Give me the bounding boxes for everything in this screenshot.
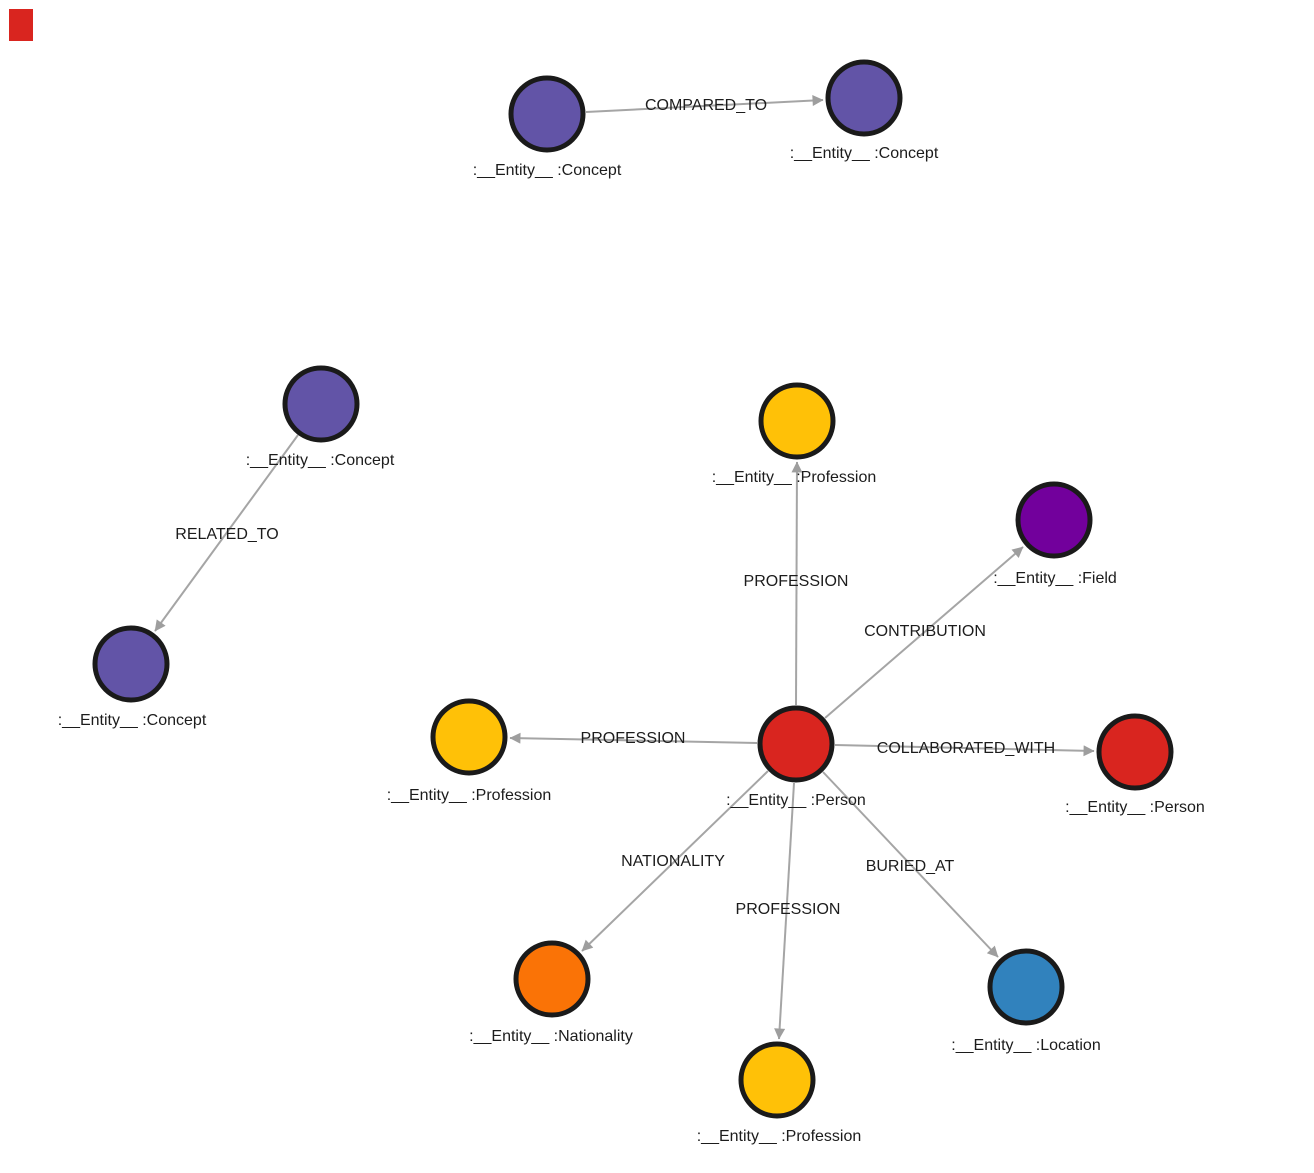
edge-line[interactable] [822, 771, 999, 958]
edge-line[interactable] [774, 782, 795, 1040]
node-concept-top-right[interactable]: :__Entity__ :Concept [790, 59, 939, 162]
node-person-center[interactable]: :__Entity__ :Person [726, 705, 866, 809]
node-caption: :__Entity__ :Concept [473, 162, 622, 179]
edge-line[interactable] [154, 434, 299, 632]
node-concept-top-left[interactable]: :__Entity__ :Concept [473, 75, 622, 179]
edge-label: RELATED_TO [175, 526, 278, 543]
edge-line[interactable] [791, 461, 803, 706]
node-caption: :__Entity__ :Nationality [469, 1028, 633, 1045]
edge-label: PROFESSION [744, 573, 849, 590]
edge-related-to[interactable]: RELATED_TO [154, 434, 299, 632]
edge-label: BURIED_AT [866, 858, 955, 875]
node-circle[interactable] [282, 365, 360, 443]
edge-line[interactable] [585, 95, 824, 113]
node-circle[interactable] [758, 382, 836, 460]
node-profession-left[interactable]: :__Entity__ :Profession [387, 698, 552, 804]
edge-line[interactable] [581, 770, 769, 952]
edge-profession-left[interactable]: PROFESSION [509, 730, 758, 747]
node-circle[interactable] [508, 75, 586, 153]
edge-label: PROFESSION [736, 901, 841, 918]
node-circle[interactable] [1096, 713, 1174, 791]
node-circle[interactable] [430, 698, 508, 776]
edge-compared-to[interactable]: COMPARED_TO [585, 95, 824, 114]
node-circle[interactable] [987, 948, 1065, 1026]
node-location[interactable]: :__Entity__ :Location [951, 948, 1101, 1054]
node-circle[interactable] [513, 940, 591, 1018]
node-concept-bottom-left[interactable]: :__Entity__ :Concept [58, 625, 207, 729]
edge-label: COMPARED_TO [645, 97, 767, 114]
edge-nationality[interactable]: NATIONALITY [581, 770, 769, 952]
node-nationality[interactable]: :__Entity__ :Nationality [469, 940, 633, 1045]
edge-collaborated-with[interactable]: COLLABORATED_WITH [834, 740, 1095, 757]
node-caption: :__Entity__ :Concept [246, 452, 395, 469]
node-profession-top[interactable]: :__Entity__ :Profession [712, 382, 877, 486]
node-caption: :__Entity__ :Profession [387, 787, 552, 804]
edge-line[interactable] [824, 546, 1024, 719]
node-caption: :__Entity__ :Person [726, 792, 866, 809]
node-circle[interactable] [738, 1041, 816, 1119]
edge-line[interactable] [509, 732, 758, 744]
node-circle[interactable] [757, 705, 835, 783]
node-caption: :__Entity__ :Profession [697, 1128, 862, 1145]
red-square-marker [9, 9, 33, 41]
node-field[interactable]: :__Entity__ :Field [993, 481, 1117, 587]
edge-label: COLLABORATED_WITH [877, 740, 1055, 757]
edge-label: NATIONALITY [621, 853, 725, 870]
edge-line[interactable] [834, 744, 1095, 757]
node-caption: :__Entity__ :Concept [58, 712, 207, 729]
edge-profession-top[interactable]: PROFESSION [744, 461, 849, 706]
node-concept-mid-left[interactable]: :__Entity__ :Concept [246, 365, 395, 469]
node-circle[interactable] [92, 625, 170, 703]
edge-buried-at[interactable]: BURIED_AT [822, 771, 999, 958]
node-caption: :__Entity__ :Field [993, 570, 1117, 587]
node-circle[interactable] [1015, 481, 1093, 559]
node-circle[interactable] [825, 59, 903, 137]
node-person-right[interactable]: :__Entity__ :Person [1065, 713, 1205, 816]
node-caption: :__Entity__ :Person [1065, 799, 1205, 816]
edge-profession-bottom[interactable]: PROFESSION [736, 782, 841, 1040]
node-profession-bottom[interactable]: :__Entity__ :Profession [697, 1041, 862, 1145]
edge-contribution[interactable]: CONTRIBUTION [824, 546, 1024, 719]
node-caption: :__Entity__ :Location [951, 1037, 1100, 1054]
edge-label: CONTRIBUTION [864, 623, 986, 640]
node-caption: :__Entity__ :Profession [712, 469, 877, 486]
edge-label: PROFESSION [581, 730, 686, 747]
node-caption: :__Entity__ :Concept [790, 145, 939, 162]
